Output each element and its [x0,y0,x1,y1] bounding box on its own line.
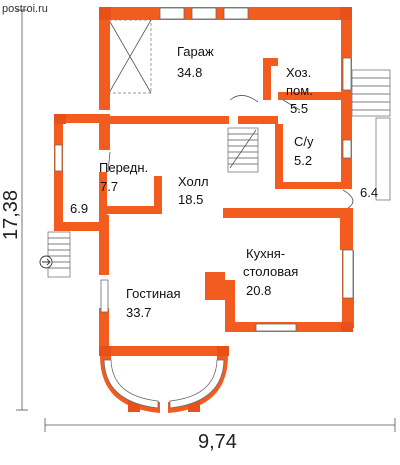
entrance-steps [39,231,71,278]
wc-label: С/у [294,134,314,149]
wc-area: 5.2 [294,153,312,168]
entrance-area: 7.7 [100,179,118,194]
living-area: 33.7 [126,305,151,320]
kitchen-label-line1: Кухня- [246,246,285,261]
garage-area: 34.8 [177,65,202,80]
interior-stairs [227,127,259,173]
terrace-steps [351,69,391,201]
entrance-label: Передн. [99,160,148,175]
utility-label-line1: Хоз. [286,65,311,80]
kitchen-area: 20.8 [246,283,271,298]
garage-label: Гараж [177,44,214,59]
windows [54,7,354,409]
kitchen-label-line2: столовая [243,264,298,279]
utility-label-line2: пом. [286,83,313,98]
watermark: postroi.ru [2,3,48,15]
porch-area: 6.9 [70,201,88,216]
garage-parking-hatch [108,19,152,94]
living-label: Гостиная [126,286,181,301]
dimension-lines [16,9,396,432]
height-dimension: 17,38 [0,190,22,240]
doors [107,95,354,209]
utility-area: 5.5 [290,101,308,116]
terrace-area: 6.4 [360,185,378,200]
hall-area: 18.5 [178,192,203,207]
width-dimension: 9,74 [198,431,237,453]
hall-label: Холл [178,174,209,189]
